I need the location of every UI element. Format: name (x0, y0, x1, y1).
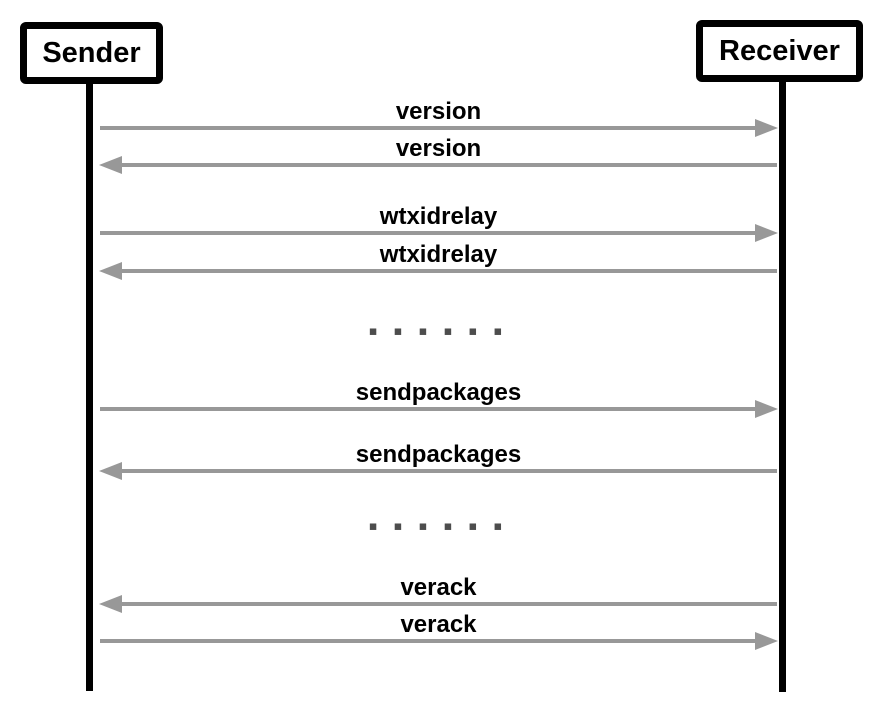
arrow-line (100, 126, 757, 130)
ellipsis-dots: ▪ ▪ ▪ ▪ ▪ ▪ (368, 324, 509, 339)
arrow-line (100, 639, 757, 643)
arrowhead-right-icon (755, 119, 778, 137)
arrow-line (120, 602, 777, 606)
message-label: verack (400, 611, 477, 638)
message-label: wtxidrelay (379, 241, 498, 268)
message-label: version (395, 135, 482, 162)
arrowhead-left-icon (99, 156, 122, 174)
sender-lifeline (86, 82, 93, 691)
arrowhead-right-icon (755, 400, 778, 418)
arrowhead-left-icon (99, 595, 122, 613)
arrow-line (120, 469, 777, 473)
receiver-lifeline (779, 80, 786, 692)
message-label: sendpackages (355, 379, 522, 406)
message-label: version (395, 98, 482, 125)
arrowhead-right-icon (755, 224, 778, 242)
arrowhead-left-icon (99, 462, 122, 480)
receiver-label: Receiver (719, 34, 840, 67)
message-label: wtxidrelay (379, 203, 498, 230)
receiver-actor-box: Receiver (696, 20, 863, 82)
arrow-line (100, 407, 757, 411)
sender-label: Sender (42, 36, 141, 69)
arrow-line (120, 163, 777, 167)
ellipsis-dots: ▪ ▪ ▪ ▪ ▪ ▪ (368, 519, 509, 534)
message-label: sendpackages (355, 441, 522, 468)
arrowhead-left-icon (99, 262, 122, 280)
message-label: verack (400, 574, 477, 601)
arrowhead-right-icon (755, 632, 778, 650)
arrow-line (120, 269, 777, 273)
sender-actor-box: Sender (20, 22, 163, 84)
arrow-line (100, 231, 757, 235)
